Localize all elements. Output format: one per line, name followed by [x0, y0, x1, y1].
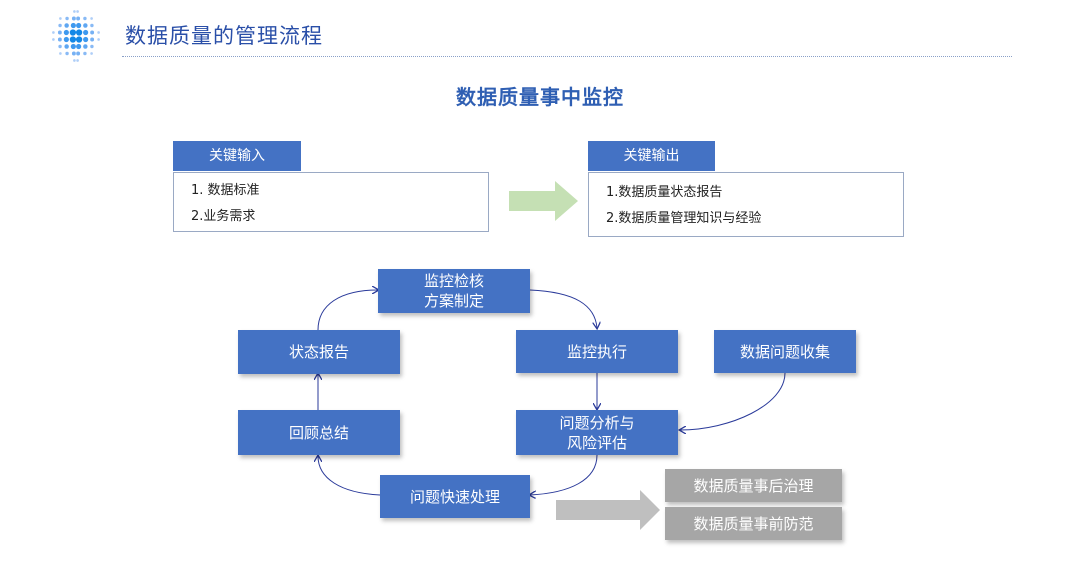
gray-arrow	[556, 490, 660, 530]
logo-dot	[90, 30, 95, 35]
logo-dot	[70, 22, 76, 29]
logo-dot	[83, 36, 89, 43]
logo-dot	[83, 23, 88, 28]
analyze-line-2: 风险评估	[566, 433, 627, 452]
logo-dot	[75, 36, 83, 43]
logo-dot	[63, 29, 69, 36]
logo-dot	[90, 52, 93, 55]
logo-dot	[83, 16, 87, 21]
logo-dot	[83, 51, 87, 56]
logo-dot	[73, 10, 76, 13]
title-divider	[122, 56, 1012, 57]
logo-dot	[52, 38, 55, 41]
logo-dot	[90, 17, 93, 20]
arrow-handle-to-review	[318, 456, 381, 496]
logo-dot	[71, 16, 76, 21]
logo-dot	[70, 43, 76, 50]
logo-dot	[97, 31, 100, 34]
logo-dot	[57, 37, 62, 42]
logo-dot	[58, 23, 62, 28]
logo-dot	[71, 51, 76, 56]
logo-dot	[75, 29, 83, 36]
logo-dot	[65, 16, 69, 21]
logo-dot	[69, 29, 77, 36]
logo-dot	[97, 38, 100, 41]
key-input-item: 2.业务需求	[191, 209, 256, 224]
logo-dot	[63, 36, 69, 43]
green-arrow	[509, 181, 578, 221]
plan-line-2: 方案制定	[423, 292, 484, 310]
page-title: 数据质量的管理流程	[125, 24, 323, 48]
key-input-item: 1. 数据标准	[191, 183, 260, 198]
analyze-box: 问题分析与 风险评估	[516, 410, 678, 455]
collect-box: 数据问题收集	[714, 330, 856, 373]
logo-dot	[58, 44, 62, 49]
logo-dot	[69, 36, 77, 43]
logo-dot	[64, 44, 69, 49]
key-output-tab: 关键输出	[588, 141, 715, 171]
section-heading: 数据质量事中监控	[456, 85, 624, 109]
governance-box: 数据质量事后治理	[665, 469, 842, 502]
prevention-box: 数据质量事前防范	[665, 507, 842, 540]
key-input-panel: 1. 数据标准 2.业务需求	[173, 172, 489, 232]
logo-dot	[76, 16, 81, 21]
logo-dot	[90, 44, 94, 49]
review-box: 回顾总结	[238, 410, 400, 455]
arrow-collect-to-analyze	[680, 372, 786, 430]
handle-box: 问题快速处理	[380, 475, 530, 518]
logo-dot	[59, 17, 62, 20]
logo-dot	[76, 51, 81, 56]
logo-dot	[65, 51, 69, 56]
key-input-tab: 关键输入	[173, 141, 301, 171]
arrow-plan-to-execute	[529, 289, 597, 328]
logo-dot	[90, 37, 95, 42]
logo-dot	[64, 23, 69, 28]
logo-dot	[76, 43, 82, 50]
logo-dot	[83, 44, 88, 49]
key-output-item: 2.数据质量管理知识与经验	[606, 211, 762, 226]
logo-dot	[73, 59, 76, 62]
logo-dot	[52, 31, 55, 34]
report-box: 状态报告	[238, 330, 400, 374]
logo-dot	[90, 23, 94, 28]
logo-dot	[76, 59, 79, 62]
arrow-analyze-to-handle	[530, 454, 598, 495]
logo-dot	[83, 29, 89, 36]
logo-dot	[76, 10, 79, 13]
dot-sphere-logo	[52, 10, 100, 62]
logo-dot	[57, 30, 62, 35]
logo-dot	[59, 52, 62, 55]
key-output-panel: 1.数据质量状态报告 2.数据质量管理知识与经验	[588, 172, 904, 237]
plan-line-1: 监控检核	[423, 272, 484, 290]
analyze-line-1: 问题分析与	[559, 413, 635, 432]
logo-dot	[76, 22, 82, 29]
plan-box: 监控检核 方案制定	[378, 269, 530, 313]
arrow-report-to-plan	[317, 290, 378, 331]
key-output-item: 1.数据质量状态报告	[606, 185, 723, 200]
execute-box: 监控执行	[516, 330, 678, 373]
